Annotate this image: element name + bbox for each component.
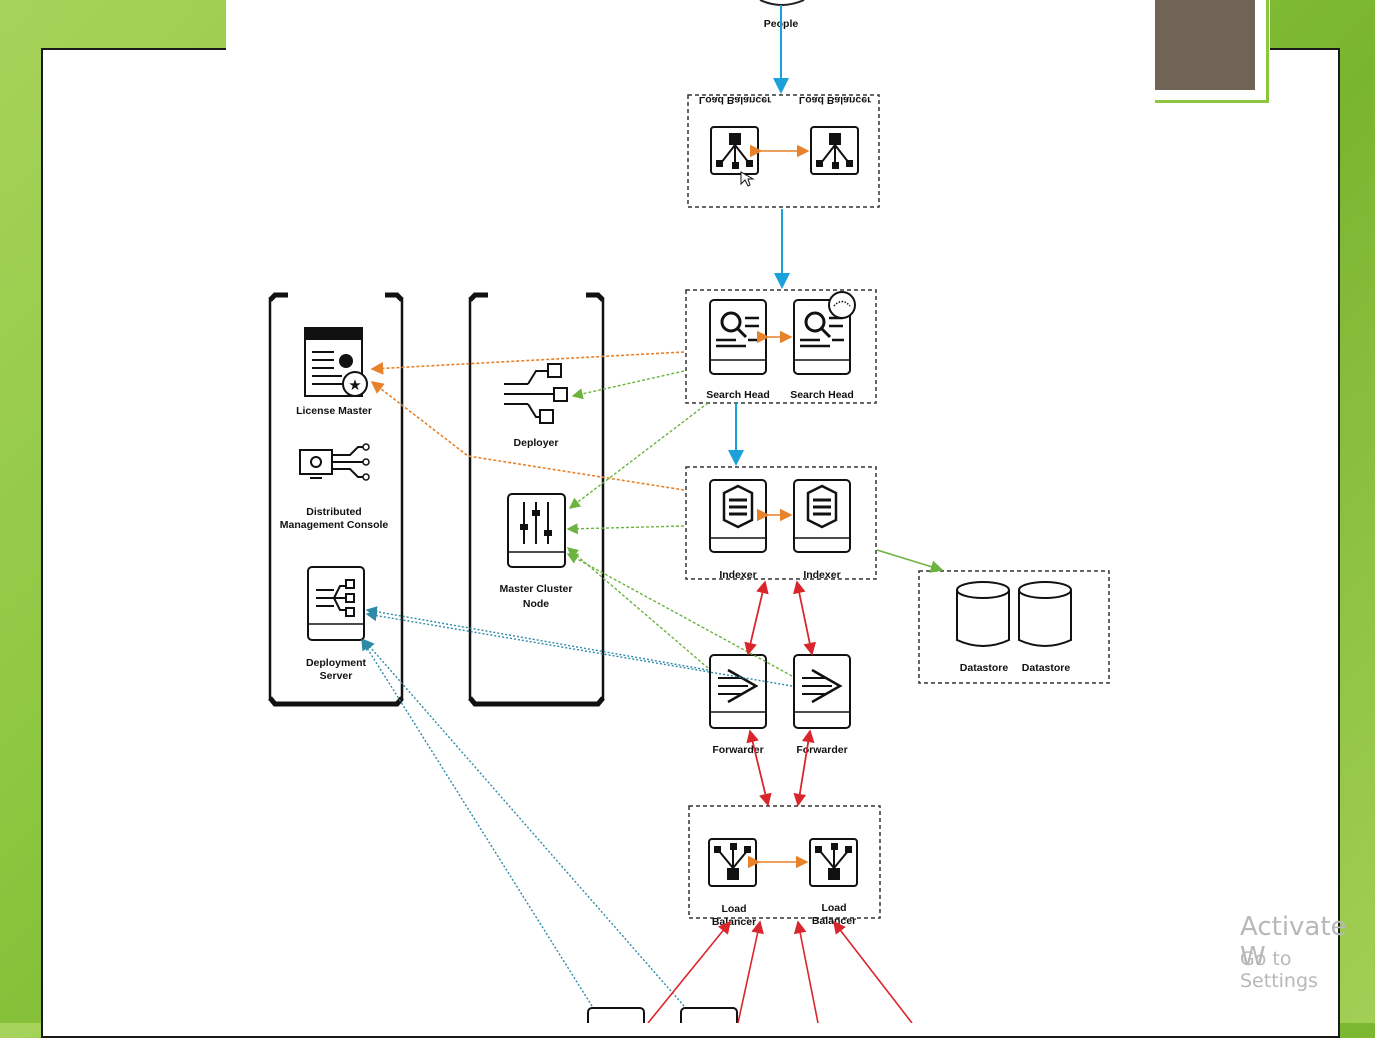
svg-text:Deployer: Deployer (514, 437, 559, 449)
datastore-group: Datastore Datastore (918, 570, 1110, 684)
indexer-icon: Indexer (709, 479, 767, 581)
red-connectors (647, 580, 913, 1023)
svg-text:Load: Load (821, 902, 846, 914)
svg-text:Datastore: Datastore (1022, 662, 1071, 674)
forwarder-icon (587, 1007, 645, 1023)
search-head-icon: Search Head (706, 299, 770, 401)
svg-text:Load Balancer: Load Balancer (799, 94, 871, 106)
svg-text:Forwarder: Forwarder (712, 744, 763, 756)
deployment-server-icon: Deployment Server (306, 566, 367, 682)
svg-text:Management Console: Management Console (280, 519, 389, 531)
slide-top-strip (226, 0, 1270, 50)
teal-connectors (361, 606, 793, 1007)
forwarder-icon: Forwarder (709, 654, 767, 756)
svg-text:Search Head: Search Head (706, 389, 770, 401)
svg-text:Indexer: Indexer (719, 569, 756, 581)
load-balancer-icon (710, 126, 759, 175)
search-head-group: Search Head Search Head (685, 289, 877, 404)
slide-canvas (41, 48, 1340, 1038)
svg-text:Indexer: Indexer (803, 569, 840, 581)
master-cluster-node-icon: Master Cluster Node (500, 493, 573, 610)
svg-text:License Master: License Master (296, 405, 372, 417)
load-balancer-icon: Load Balancer (809, 838, 858, 927)
svg-text:Master Cluster: Master Cluster (500, 583, 573, 595)
svg-text:Search Head: Search Head (790, 389, 854, 401)
management-container: ★ License Master Distributed Management … (268, 292, 404, 707)
bottom-load-balancer-group: Load Balancer Load Balancer (688, 805, 881, 928)
datastore-icon: Datastore (956, 581, 1010, 674)
blue-connectors (728, 5, 790, 466)
indexer-icon: Indexer (793, 479, 851, 581)
svg-text:Datastore: Datastore (960, 662, 1009, 674)
svg-text:Forwarder: Forwarder (796, 744, 847, 756)
svg-text:★: ★ (348, 376, 361, 394)
forwarder-icon (680, 1007, 738, 1023)
indexer-group: Indexer Indexer (685, 466, 877, 581)
mouse-cursor-icon (740, 171, 755, 187)
orange-connectors (370, 144, 810, 869)
svg-text:Server: Server (320, 670, 353, 682)
distributed-management-console-icon: Distributed Management Console (280, 443, 389, 531)
forwarder-icon: Forwarder (793, 654, 851, 756)
search-head-icon: Search Head (790, 291, 856, 401)
deployer-icon: Deployer (504, 363, 568, 449)
svg-text:Load: Load (721, 903, 746, 915)
svg-text:Deployment: Deployment (306, 657, 367, 669)
svg-text:Load Balancer: Load Balancer (699, 94, 771, 106)
svg-text:Distributed: Distributed (306, 506, 361, 518)
license-master-icon: ★ License Master (296, 327, 372, 417)
activation-watermark-title: Activate W (1240, 912, 1347, 972)
svg-text:Balancer: Balancer (712, 916, 756, 928)
datastore-icon: Datastore (1018, 581, 1072, 674)
decorative-corner-fill (1155, 0, 1255, 90)
green-connectors (566, 370, 944, 677)
load-balancer-icon (810, 126, 859, 175)
activation-watermark-subtitle: Go to Settings (1240, 948, 1318, 992)
load-balancer-icon: Load Balancer (708, 838, 757, 928)
cluster-management-container: Deployer Master Cluster Node (468, 292, 605, 707)
svg-text:Node: Node (523, 598, 549, 610)
svg-text:Balancer: Balancer (812, 915, 856, 927)
